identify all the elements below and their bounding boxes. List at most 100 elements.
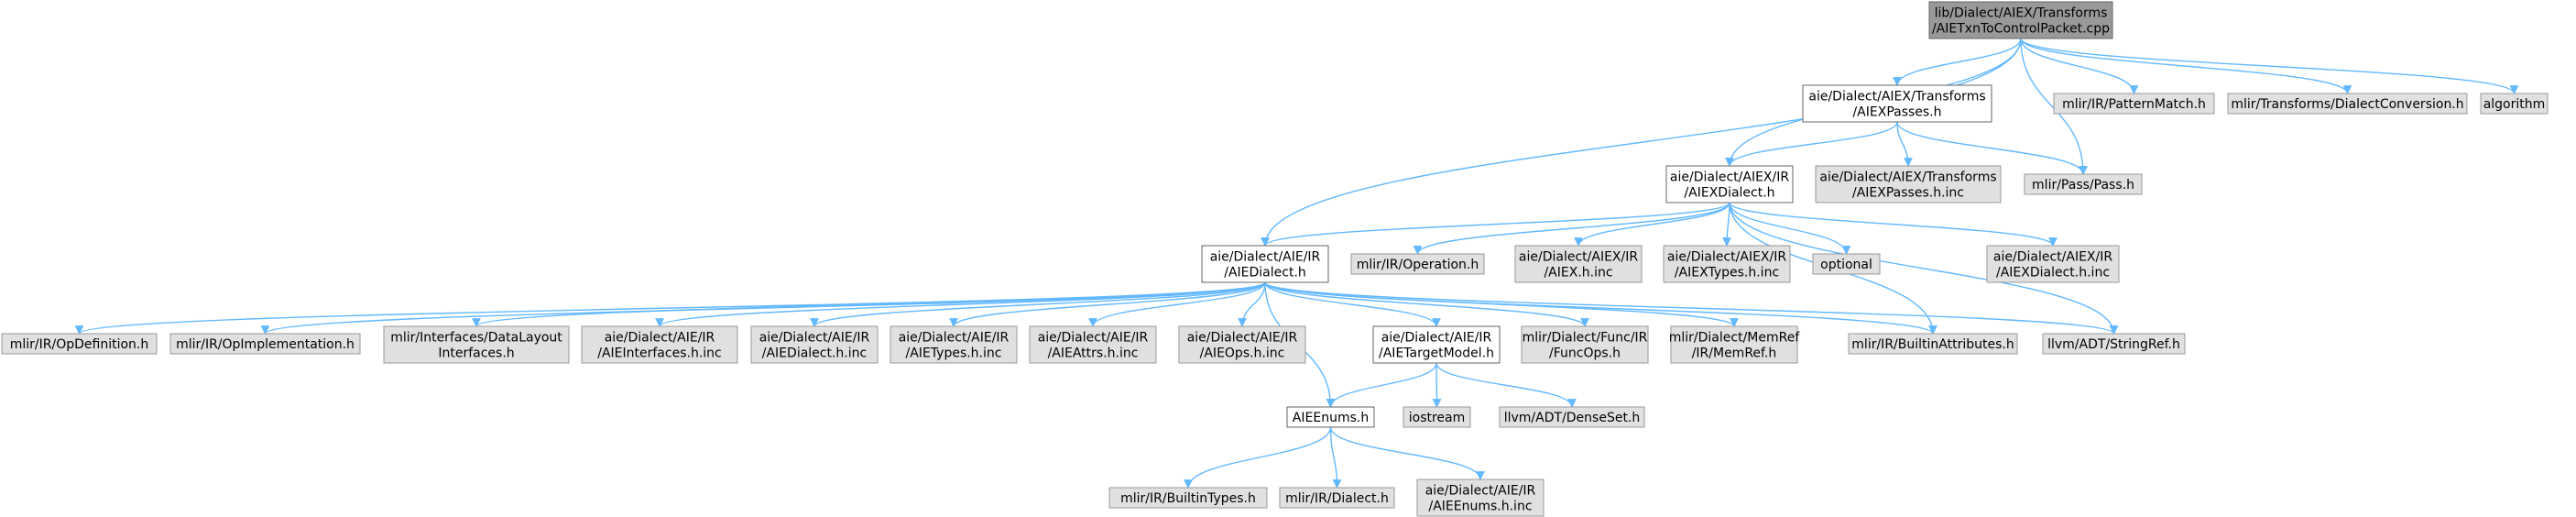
node-aieops: aie/Dialect/AIE/IR/AIEOps.h.inc [1178, 325, 1306, 364]
node-stringref: llvm/ADT/StringRef.h [2042, 333, 2186, 355]
node-box [1286, 406, 1375, 428]
node-algorithm: algorithm [2480, 93, 2549, 115]
edge-root-to-passh [2020, 38, 2088, 175]
edge-aiedialect-to-aietypes [949, 281, 1266, 327]
node-label: /AIEDialect.h [1224, 266, 1306, 280]
node-opdef: mlir/IR/OpDefinition.h [1, 333, 158, 355]
node-iostream: iostream [1403, 406, 1471, 428]
node-label: iostream [1409, 411, 1466, 425]
edge-aiexdialect-to-optional [1729, 202, 1851, 255]
node-optional: optional [1812, 253, 1881, 275]
edge-aiedialect-to-datalayout [472, 281, 1266, 327]
node-targetmodel[interactable]: aie/Dialect/AIE/IR/AIETargetModel.h [1372, 325, 1501, 364]
node-label: /AIEX.h.inc [1544, 266, 1612, 280]
edge-aiexpasses-to-aiexpassesinc [1896, 121, 1913, 167]
node-label: mlir/IR/OpDefinition.h [10, 337, 148, 352]
node-label: mlir/Dialect/MemRef [1669, 331, 1801, 346]
edge-root-to-algorithm [2020, 38, 2519, 94]
node-box [2480, 93, 2549, 115]
node-label: /AIETargetModel.h [1379, 346, 1494, 361]
node-box [1029, 325, 1157, 364]
node-box [1403, 406, 1471, 428]
node-label: mlir/Interfaces/DataLayout [390, 331, 562, 346]
node-label: mlir/Pass/Pass.h [2032, 178, 2134, 192]
node-label: /IR/MemRef.h [1692, 346, 1777, 361]
edge-aieenums-to-builtintypes [1184, 426, 1332, 489]
node-box [169, 333, 361, 355]
node-label: /AIEXDialect.h [1684, 186, 1774, 201]
node-box [1986, 245, 2120, 283]
node-label: /AIEXTypes.h.inc [1675, 266, 1779, 280]
edge-aieenums-to-aieenumsinc [1329, 426, 1485, 480]
node-label: aie/Dialect/AIEX/IR [1993, 250, 2112, 265]
edge-aieenums-to-dialecth [1329, 426, 1342, 489]
node-label: /AIEOps.h.inc [1200, 346, 1285, 361]
edge-aiedialect-to-targetmodel [1264, 281, 1441, 327]
node-aiexpasses[interactable]: aie/Dialect/AIEX/Transforms/AIEXPasses.h [1802, 84, 1992, 123]
edge-aiexdialect-to-operation [1413, 202, 1730, 255]
node-label: /AIEXPasses.h [1852, 105, 1941, 120]
node-label: /AIEAttrs.h.inc [1048, 346, 1139, 361]
node-operation: mlir/IR/Operation.h [1350, 253, 1485, 275]
node-label: /AIETypes.h.inc [906, 346, 1002, 361]
edge-aiedialect-to-builtinattr [1264, 281, 1937, 335]
node-box [2042, 333, 2186, 355]
node-aieenums[interactable]: AIEEnums.h [1286, 406, 1375, 428]
node-box [1279, 487, 1395, 509]
node-box [1812, 253, 1881, 275]
node-label: aie/Dialect/AIEX/Transforms [1808, 90, 1985, 104]
edge-targetmodel-to-iostream [1432, 362, 1442, 408]
node-box [1665, 165, 1794, 204]
node-label: mlir/IR/Dialect.h [1285, 491, 1389, 506]
node-label: mlir/Dialect/Func/IR [1523, 331, 1648, 346]
node-label: mlir/IR/PatternMatch.h [2062, 97, 2206, 112]
node-aiedialectinc: aie/Dialect/AIE/IR/AIEDialect.h.inc [750, 325, 879, 364]
edge-aiedialect-to-funcops [1264, 281, 1589, 327]
edge-aiedialect-to-aieops [1238, 281, 1266, 327]
node-box [1, 333, 158, 355]
node-label: aie/Dialect/AIE/IR [1381, 331, 1492, 346]
node-box [1848, 333, 2018, 355]
node-passh: mlir/Pass/Pass.h [2024, 173, 2143, 195]
node-box [750, 325, 879, 364]
node-label: aie/Dialect/AIE/IR [1038, 331, 1149, 346]
node-aiexhinc: aie/Dialect/AIEX/IR/AIEX.h.inc [1514, 245, 1643, 283]
node-aiexdialect[interactable]: aie/Dialect/AIEX/IR/AIEXDialect.h [1665, 165, 1794, 204]
node-builtintypes: mlir/IR/BuiltinTypes.h [1108, 487, 1268, 509]
node-aiexdialectinc: aie/Dialect/AIEX/IR/AIEXDialect.h.inc [1986, 245, 2120, 283]
node-box [383, 325, 570, 364]
node-label: aie/Dialect/AIE/IR [1187, 331, 1298, 346]
node-box [1670, 325, 1798, 364]
node-box [1928, 1, 2113, 39]
edge-root-to-patternmatch [2020, 38, 2139, 94]
node-denseset: llvm/ADT/DenseSet.h [1499, 406, 1645, 428]
node-box [1802, 84, 1992, 123]
edge-aiexdialect-to-aiedialect [1261, 202, 1730, 247]
node-label: aie/Dialect/AIE/IR [605, 331, 715, 346]
edge-aiexpasses-to-aiexdialect [1725, 121, 1898, 167]
node-label: aie/Dialect/AIEX/IR [1519, 250, 1638, 265]
node-root[interactable]: lib/Dialect/AIEX/Transforms/AIETxnToCont… [1928, 1, 2113, 39]
node-patternmatch: mlir/IR/PatternMatch.h [2053, 93, 2215, 115]
node-label: lib/Dialect/AIEX/Transforms [1935, 6, 2108, 21]
node-box [2227, 93, 2468, 115]
node-builtinattr: mlir/IR/BuiltinAttributes.h [1848, 333, 2018, 355]
node-label: aie/Dialect/AIE/IR [1210, 250, 1321, 265]
node-box [581, 325, 738, 364]
edge-aiexdialect-to-stringref [1729, 202, 2119, 335]
node-opimpl: mlir/IR/OpImplementation.h [169, 333, 361, 355]
node-aiextypesinc: aie/Dialect/AIEX/IR/AIEXTypes.h.inc [1663, 245, 1791, 283]
edge-aiexdialect-to-aiexdialectinc [1729, 202, 2058, 247]
node-label: mlir/IR/BuiltinTypes.h [1120, 491, 1256, 506]
node-aiedialect[interactable]: aie/Dialect/AIE/IR/AIEDialect.h [1201, 245, 1329, 283]
node-label: /FuncOps.h [1549, 346, 1621, 361]
node-label: mlir/Transforms/DialectConversion.h [2231, 97, 2463, 112]
node-label: AIEEnums.h [1293, 411, 1369, 425]
node-box [1663, 245, 1791, 283]
node-label: mlir/IR/BuiltinAttributes.h [1851, 337, 2014, 352]
node-label: mlir/IR/OpImplementation.h [176, 337, 355, 352]
node-label: /AIEXPasses.h.inc [1852, 186, 1964, 201]
